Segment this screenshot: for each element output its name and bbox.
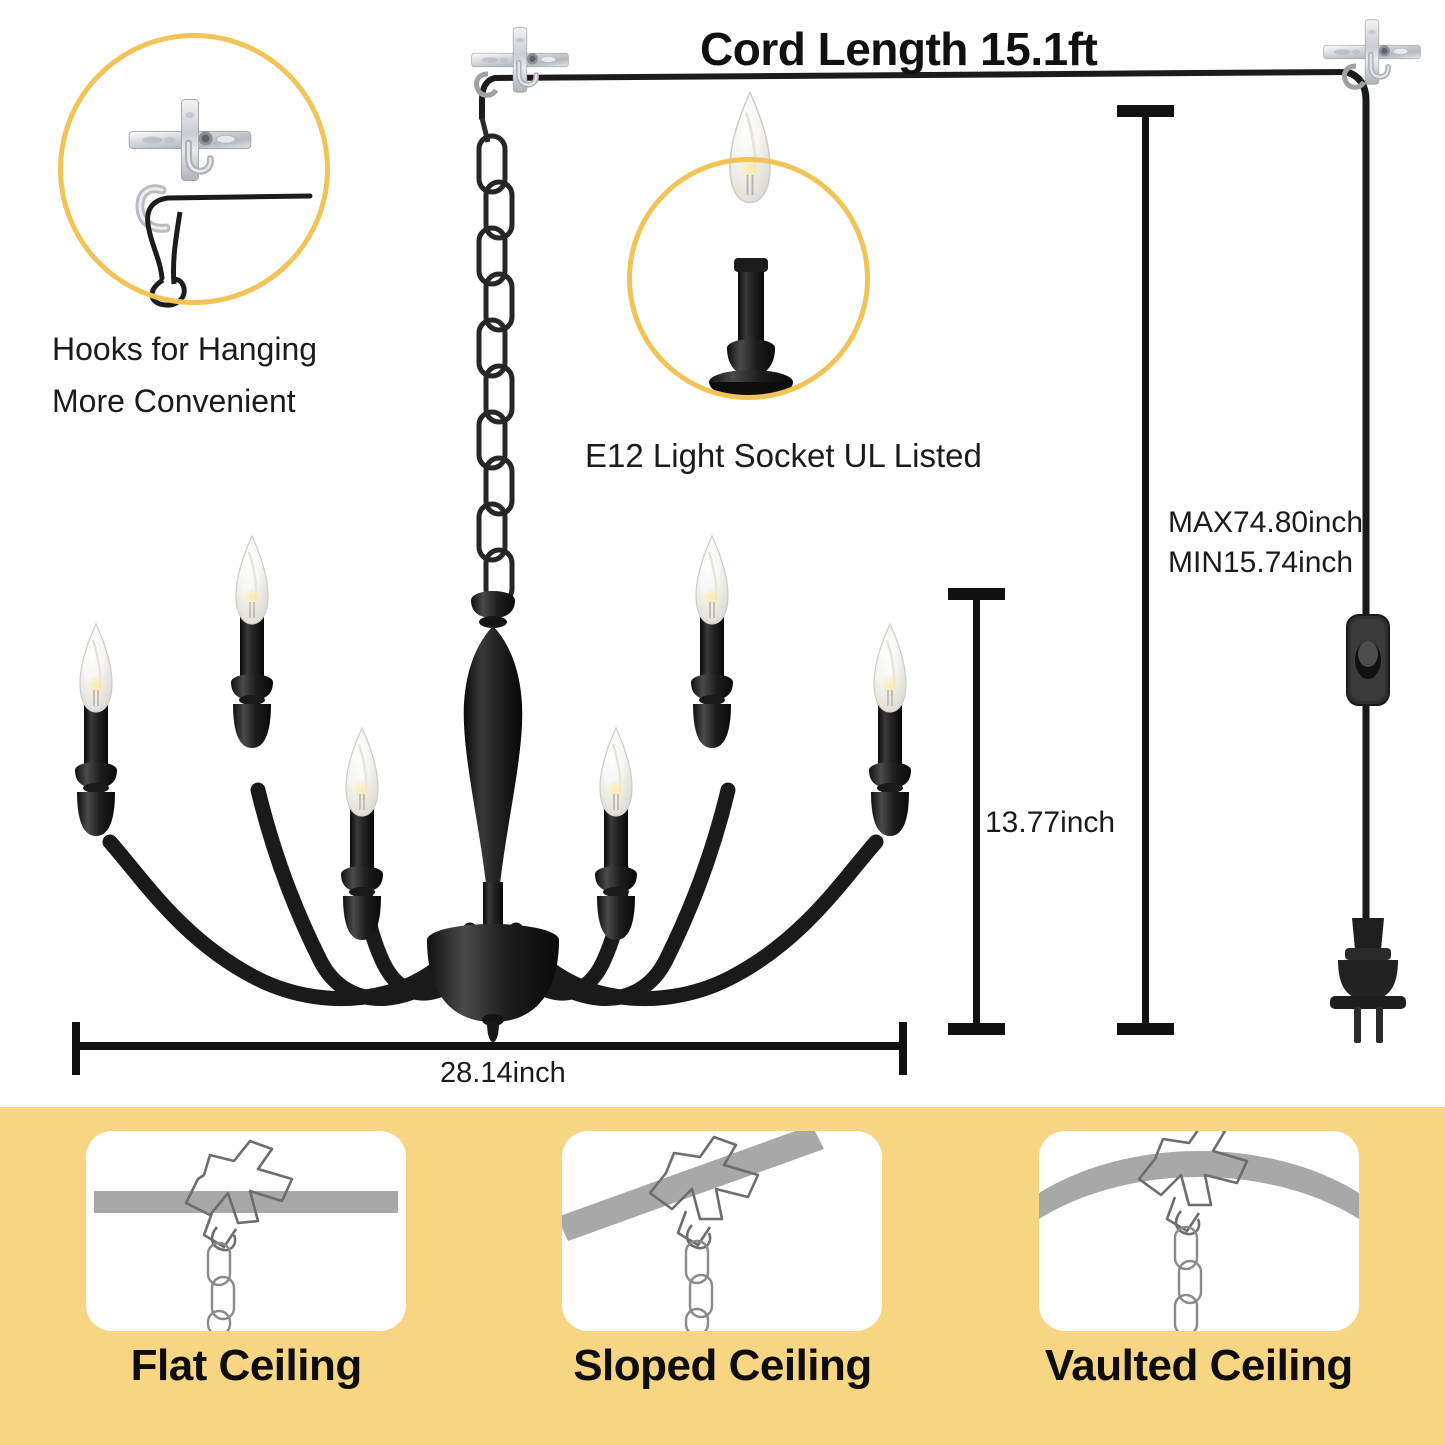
fixture-height-label: 13.77inch [985,806,1116,839]
hooks-callout-caption: Hooks for Hanging More Convenient [52,324,317,428]
fixture-width-dimension-line [76,1042,906,1050]
flat-ceiling-icon [86,1131,407,1331]
ceiling-type-vaulted: Vaulted Ceiling [961,1107,1437,1445]
vaulted-ceiling-icon [1038,1131,1359,1331]
fixture-height-bottom-cap [948,1023,1005,1035]
hang-height-min-value: MIN15.74inch [1168,545,1354,579]
socket-callout-caption: E12 Light Socket UL Listed [585,437,982,474]
flat-ceiling-label: Flat Ceiling [130,1341,363,1390]
fixture-width-label: 28.14inch [440,1057,566,1089]
ceiling-type-flat: Flat Ceiling [8,1107,484,1445]
vaulted-ceiling-label: Vaulted Ceiling [1044,1341,1353,1390]
hooks-caption-line-2: More Convenient [52,382,296,419]
sloped-ceiling-label: Sloped Ceiling [573,1341,872,1390]
hang-height-bottom-cap [1117,1023,1174,1035]
hang-height-dimension-line [1142,105,1149,1035]
ceiling-types-row: Flat Ceiling [0,1107,1445,1445]
fixture-width-left-cap [72,1022,80,1075]
fixture-height-top-cap [948,588,1005,600]
socket-highlight-ring [627,157,870,400]
hooks-caption-line-1: Hooks for Hanging [52,331,318,367]
sloped-ceiling-icon [562,1131,883,1331]
fixture-height-dimension-line [973,588,980,1035]
hooks-highlight-ring [58,33,330,305]
hang-height-top-cap [1117,105,1174,117]
page-title: Cord Length 15.1ft [700,23,1098,75]
fixture-width-right-cap [899,1022,907,1075]
ceiling-type-sloped: Sloped Ceiling [484,1107,960,1445]
hang-height-max-value: MAX74.80inch [1168,506,1364,539]
hang-height-label: MAX74.80inch MIN15.74inch [1168,503,1363,583]
